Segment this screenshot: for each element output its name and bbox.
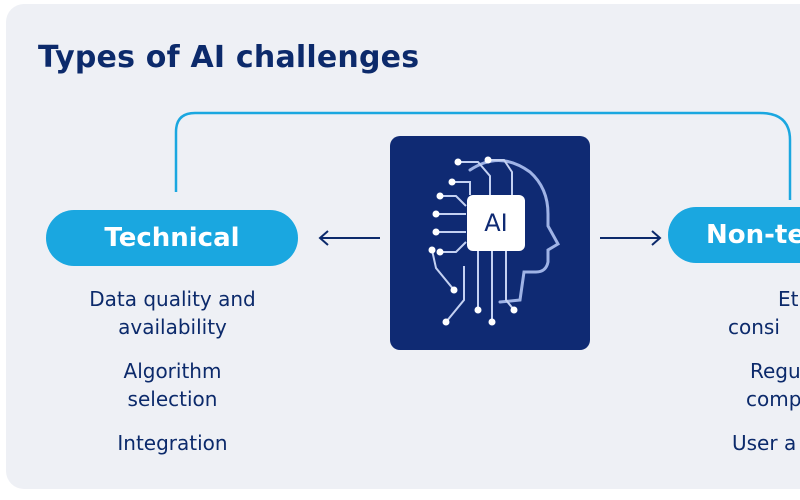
arrow-left-icon: [318, 230, 380, 246]
list-item-line: Data quality and: [89, 287, 256, 311]
technical-label: Technical: [104, 223, 240, 253]
list-item: Et consi: [722, 285, 800, 341]
list-item: Integration: [30, 429, 315, 457]
technical-pill: Technical: [46, 210, 298, 266]
list-item: User a: [722, 429, 800, 457]
list-item-line: consi: [728, 315, 780, 339]
arrow-right-icon: [600, 230, 662, 246]
ai-chip: AI: [467, 195, 525, 251]
list-item: Regu comp: [722, 357, 800, 413]
non-technical-pill: Non-te: [668, 207, 800, 263]
list-item-line: selection: [127, 387, 218, 411]
connector-path: [174, 111, 792, 200]
list-item-line: comp: [746, 387, 800, 411]
technical-list: Data quality and availability Algorithm …: [30, 285, 315, 473]
list-item: Algorithm selection: [30, 357, 315, 413]
non-technical-list: Et consi Regu comp User a: [722, 285, 800, 473]
list-item-line: Regu: [750, 359, 800, 383]
list-item-line: Et: [778, 287, 799, 311]
list-item-line: User a: [732, 431, 797, 455]
list-item: Data quality and availability: [30, 285, 315, 341]
non-technical-label: Non-te: [706, 220, 800, 250]
diagram-title: Types of AI challenges: [38, 40, 420, 75]
list-item-line: availability: [118, 315, 227, 339]
list-item-line: Algorithm: [123, 359, 222, 383]
list-item-line: Integration: [117, 431, 228, 455]
